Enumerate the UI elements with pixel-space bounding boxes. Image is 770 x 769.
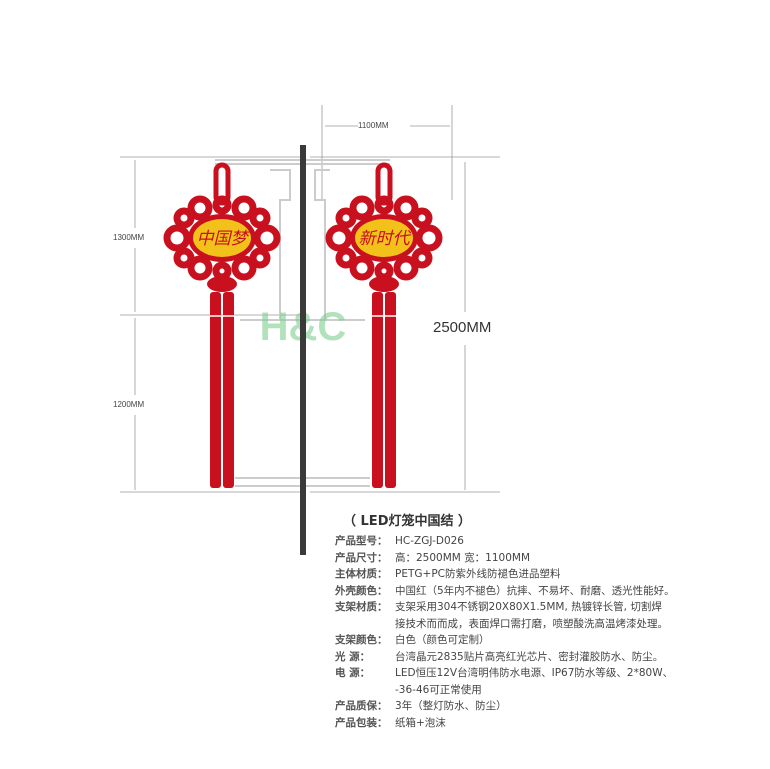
- spec-label: 产品质保：: [335, 700, 388, 712]
- width-dimension-label: 1100MM: [358, 121, 389, 130]
- spec-row: 主体材质： PETG+PC防紫外线防褪色进品塑料: [335, 566, 755, 583]
- dimension-lines: [120, 105, 500, 493]
- spec-value: 高：2500MM 宽：1100MM: [395, 551, 531, 564]
- spec-value: 中国红（5年内不褪色）抗摔、不易坏、耐磨、透光性能好。: [395, 584, 675, 597]
- chinese-knot-lantern: 新时代: [325, 162, 443, 488]
- product-specs: （ LED灯笼中国结 ） 产品型号： HC-ZGJ-D026 产品尺寸： 高：2500…: [335, 510, 755, 731]
- upper-height-label: 1300MM: [113, 233, 145, 242]
- spec-row: 电 源： LED恒压12V台湾明伟防水电源、IP67防水等级、2*80W、 -36…: [335, 665, 755, 698]
- spec-label: 电 源：: [335, 667, 371, 679]
- spec-label: 产品包装：: [335, 716, 388, 729]
- spec-value: 支架采用304不锈钢20X80X1.5MM, 热镀锌长管, 切割焊 接技术而而成…: [395, 601, 668, 630]
- spec-row: 产品包装： 纸箱+泡沫: [335, 715, 755, 732]
- spec-value: PETG+PC防紫外线防褪色进品塑料: [395, 568, 561, 580]
- spec-row: 支架材质： 支架采用304不锈钢20X80X1.5MM, 热镀锌长管, 切割焊 接…: [335, 599, 755, 632]
- total-height-label: 2500MM: [433, 319, 492, 336]
- spec-row: 外壳颜色： 中国红（5年内不褪色）抗摔、不易坏、耐磨、透光性能好。: [335, 583, 755, 600]
- lower-height-label: 1200MM: [113, 400, 145, 409]
- spec-label: 产品型号：: [335, 535, 388, 547]
- spec-row: 产品质保： 3年（整灯防水、防尘）: [335, 698, 755, 715]
- spec-label: 主体材质：: [335, 568, 388, 580]
- spec-label: 支架颜色：: [335, 634, 388, 646]
- spec-row: 光 源： 台湾晶元2835贴片高亮红光芯片、密封灌胶防水、防尘。: [335, 649, 755, 666]
- spec-label: 外壳颜色：: [335, 584, 388, 597]
- product-title: （ LED灯笼中国结 ）: [343, 514, 472, 529]
- spec-row: 产品型号： HC-ZGJ-D026: [335, 533, 755, 550]
- spec-value: HC-ZGJ-D026: [395, 535, 464, 547]
- spec-value: 纸箱+泡沫: [395, 716, 446, 729]
- spec-value: 台湾晶元2835贴片高亮红光芯片、密封灌胶防水、防尘。: [395, 650, 664, 663]
- spec-value: 白色（颜色可定制）: [395, 634, 490, 646]
- spec-value: LED恒压12V台湾明伟防水电源、IP67防水等级、2*80W、 -36-46可…: [395, 667, 674, 696]
- chinese-knot-lantern: 中国梦: [163, 162, 281, 488]
- lantern-text: 新时代: [359, 229, 412, 249]
- spec-row: 支架颜色： 白色（颜色可定制）: [335, 632, 755, 649]
- spec-row: 产品尺寸： 高：2500MM 宽：1100MM: [335, 550, 755, 567]
- lantern-text: 中国梦: [197, 229, 251, 249]
- spec-value: 3年（整灯防水、防尘）: [395, 700, 507, 712]
- spec-label: 支架材质：: [335, 601, 388, 613]
- pole: [300, 145, 306, 555]
- spec-label: 光 源：: [335, 650, 371, 663]
- spec-label: 产品尺寸：: [335, 551, 388, 564]
